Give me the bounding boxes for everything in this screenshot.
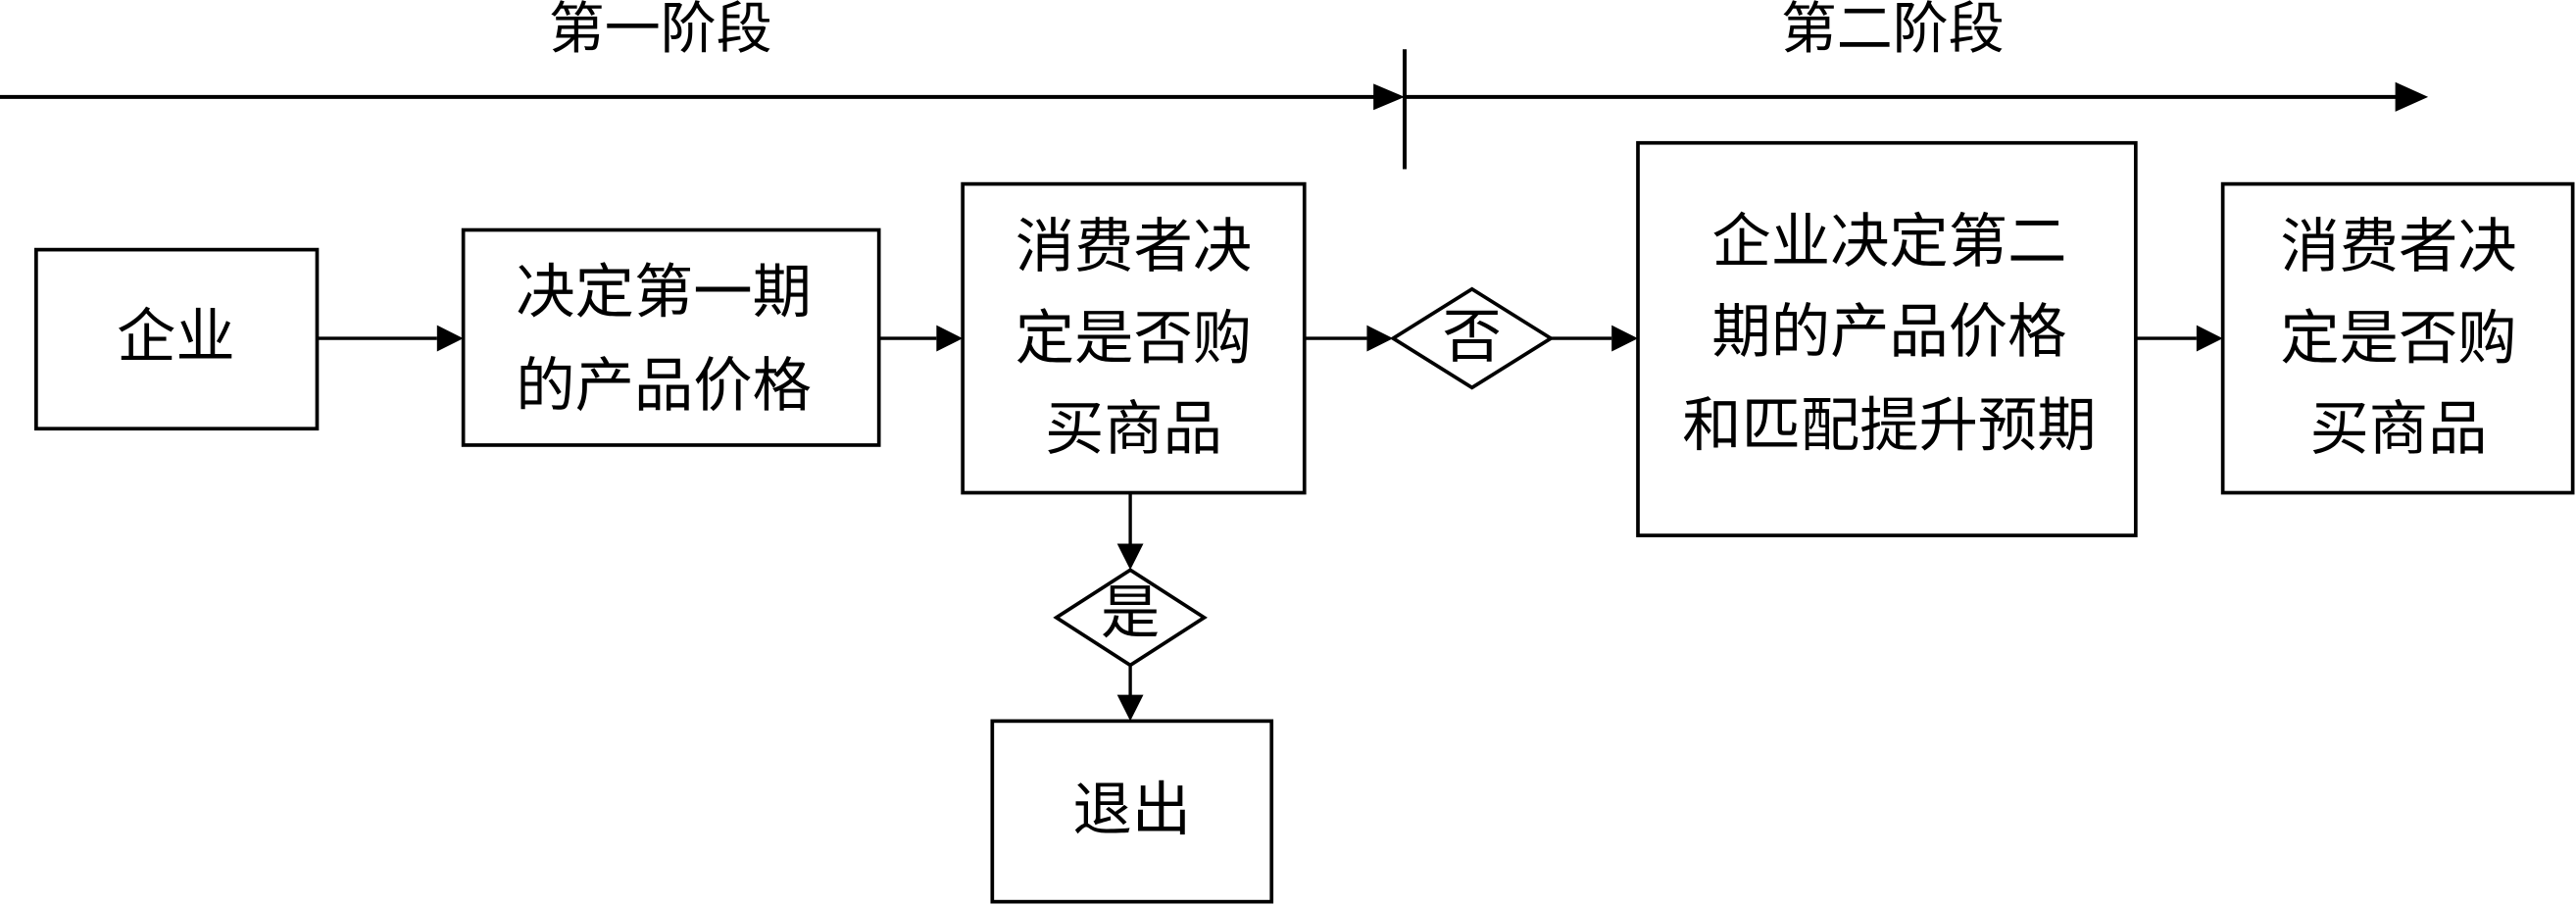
period1-price-line-2: 的产品价格 <box>516 352 812 421</box>
period1-price-box <box>461 227 881 447</box>
arrowhead-consumer1-to-yes <box>1116 543 1144 571</box>
node-period2-price: 企业决定第二 期的产品价格 和匹配提升预期 <box>1636 140 2138 537</box>
node-consumer-decision-1: 消费者决 定是否购 买商品 <box>961 181 1307 495</box>
timeline: 第一阶段 第二阶段 <box>0 0 2429 170</box>
stage1-axis-arrowhead <box>1373 83 1405 111</box>
stage1-label: 第一阶段 <box>549 0 772 62</box>
arrowhead-firm-to-period1 <box>436 325 464 352</box>
arrowhead-period2-to-consumer2 <box>2196 325 2223 352</box>
consumer-decision-1-line-1: 消费者决 <box>1016 213 1252 281</box>
node-consumer-decision-2: 消费者决 定是否购 买商品 <box>2220 181 2575 495</box>
period2-price-box <box>1636 140 2138 537</box>
yes-label: 是 <box>1101 578 1160 647</box>
arrowhead-consumer1-to-no <box>1366 325 1394 352</box>
node-yes-decision: 是 <box>1053 568 1208 668</box>
arrowhead-yes-to-exit <box>1116 694 1144 722</box>
firm-label: 企业 <box>117 303 235 372</box>
arrowhead-period1-to-consumer1 <box>936 325 964 352</box>
period2-price-line-3: 和匹配提升预期 <box>1682 391 2096 460</box>
no-label: 否 <box>1443 303 1502 372</box>
stage2-label: 第二阶段 <box>1781 0 2005 62</box>
consumer-decision-1-line-2: 定是否购 <box>1016 305 1252 374</box>
consumer-decision-2-line-1: 消费者决 <box>2280 213 2516 281</box>
exit-label: 退出 <box>1072 776 1191 844</box>
consumer-decision-1-line-3: 买商品 <box>1045 395 1222 464</box>
period1-price-line-1: 决定第一期 <box>516 259 812 327</box>
stage2-axis-arrowhead <box>2395 81 2429 112</box>
node-firm: 企业 <box>34 247 320 431</box>
period2-price-line-1: 企业决定第二 <box>1711 208 2066 277</box>
firm-box <box>34 247 320 431</box>
consumer-decision-2-line-3: 买商品 <box>2309 395 2487 464</box>
period2-price-line-2: 期的产品价格 <box>1711 298 2066 367</box>
yes-diamond <box>1053 568 1208 668</box>
node-exit: 退出 <box>990 719 1274 904</box>
consumer-decision-2-box <box>2220 181 2575 495</box>
no-diamond <box>1389 286 1555 390</box>
exit-box <box>990 719 1274 904</box>
consumer-decision-2-line-2: 定是否购 <box>2280 305 2516 374</box>
node-period1-price: 决定第一期 的产品价格 <box>461 227 881 447</box>
arrowhead-no-to-period2 <box>1611 325 1638 352</box>
consumer-decision-1-box <box>961 181 1307 495</box>
node-no-decision: 否 <box>1389 286 1555 390</box>
